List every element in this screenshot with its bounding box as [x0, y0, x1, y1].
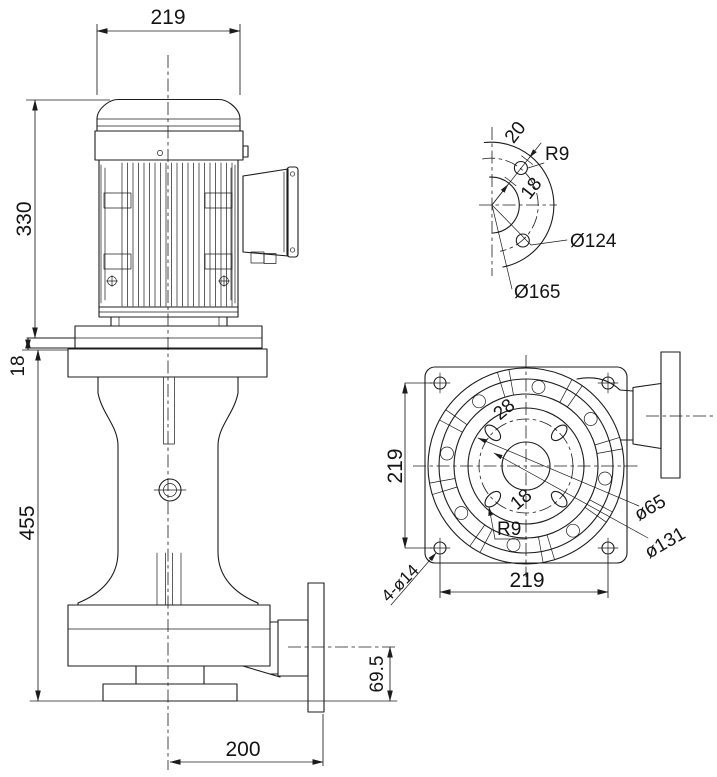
motor-side-brackets — [100, 164, 236, 304]
side-view — [26, 55, 398, 770]
dim-outlet-height: 69.5 — [367, 656, 388, 693]
dim-detail-slot-spacing: 18 — [517, 174, 547, 204]
flange-ribs — [429, 369, 623, 563]
dim-plan-height: 219 — [384, 448, 407, 483]
dim-motor-height: 330 — [13, 201, 36, 236]
flange-bolt-holes — [440, 380, 612, 552]
plan-view-dimensions: 219 219 4-ø14 28 18 R9 ø65 ø131 — [378, 382, 689, 606]
discharge-flange-plan — [576, 351, 681, 479]
dim-plan-width: 219 — [509, 569, 544, 592]
motor-fan-cover — [96, 98, 241, 132]
motor-top-band — [94, 130, 249, 161]
dim-outlet-reach: 200 — [225, 738, 260, 761]
dim-detail-hole-radius: R9 — [545, 144, 569, 165]
pump-column — [77, 376, 259, 606]
dim-plate-thickness: 18 — [8, 355, 29, 376]
motor-finned-body — [98, 159, 239, 327]
dim-plan-bolt-circle: ø131 — [641, 523, 689, 563]
discharge-flange-side — [269, 582, 325, 713]
dim-plan-bore: ø65 — [631, 491, 670, 526]
dim-plan-hole-radius: R9 — [497, 519, 521, 540]
flange-detail-view: 20 18 R9 Ø124 Ø165 — [479, 118, 617, 303]
side-view-dimensions: 219 330 18 455 69.5 200 — [8, 6, 393, 766]
dim-plan-corner-holes: 4-ø14 — [378, 561, 423, 606]
pump-base — [29, 604, 398, 702]
corner-mounting-holes — [429, 372, 619, 559]
mounting-plates — [26, 325, 268, 378]
dim-plan-slot-outer: 28 — [490, 395, 520, 425]
dim-detail-outer-diameter: Ø165 — [514, 282, 560, 303]
dim-detail-slot-width: 20 — [501, 118, 531, 148]
dim-motor-width: 219 — [150, 6, 185, 29]
dim-column-height: 455 — [16, 505, 39, 540]
dim-detail-bolt-circle: Ø124 — [570, 231, 617, 252]
terminal-box — [242, 166, 299, 264]
impeller-slots — [484, 424, 568, 508]
plan-view: 219 219 4-ø14 28 18 R9 ø65 ø131 — [378, 351, 713, 606]
